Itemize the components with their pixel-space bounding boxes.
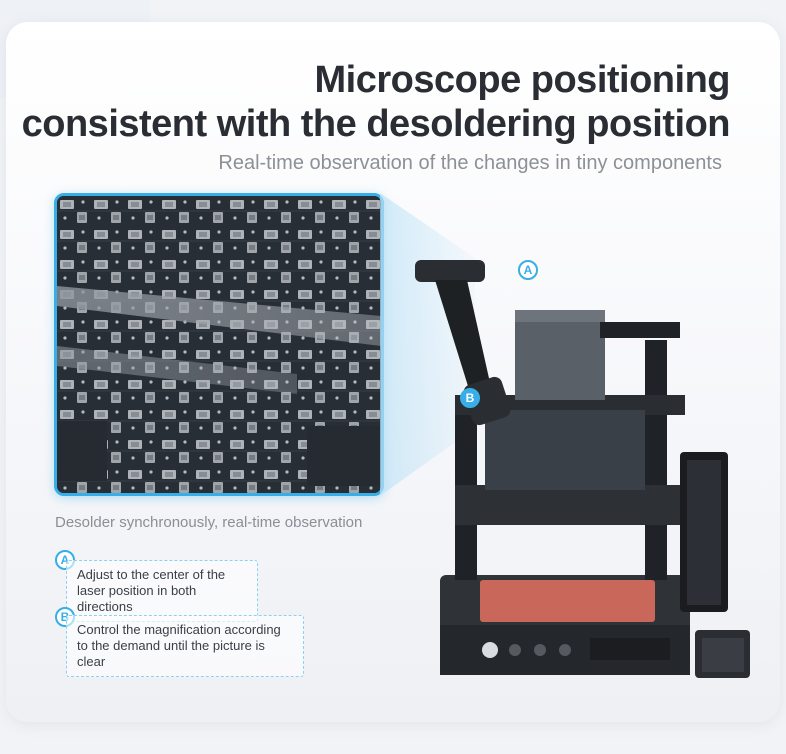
caption-text: Desolder synchronously, real-time observ… bbox=[55, 514, 363, 531]
page-title: Microscope positioning consistent with t… bbox=[10, 58, 731, 146]
laser-head bbox=[515, 310, 605, 400]
circuit-board-closeup bbox=[57, 196, 381, 493]
machine-badge-b: B bbox=[460, 388, 480, 408]
heat-plate bbox=[480, 580, 655, 622]
machine-badge-a: A bbox=[518, 260, 538, 280]
note-b: Control the magnification according to t… bbox=[66, 615, 304, 677]
title-line-1: Microscope positioning bbox=[314, 59, 731, 101]
note-a: Adjust to the center of the laser positi… bbox=[66, 560, 258, 622]
desoldering-machine-image bbox=[415, 260, 750, 678]
title-line-2: consistent with the desoldering position bbox=[21, 103, 731, 145]
page-subtitle: Real-time observation of the changes in … bbox=[218, 152, 722, 174]
microscope-view-image bbox=[54, 193, 384, 496]
